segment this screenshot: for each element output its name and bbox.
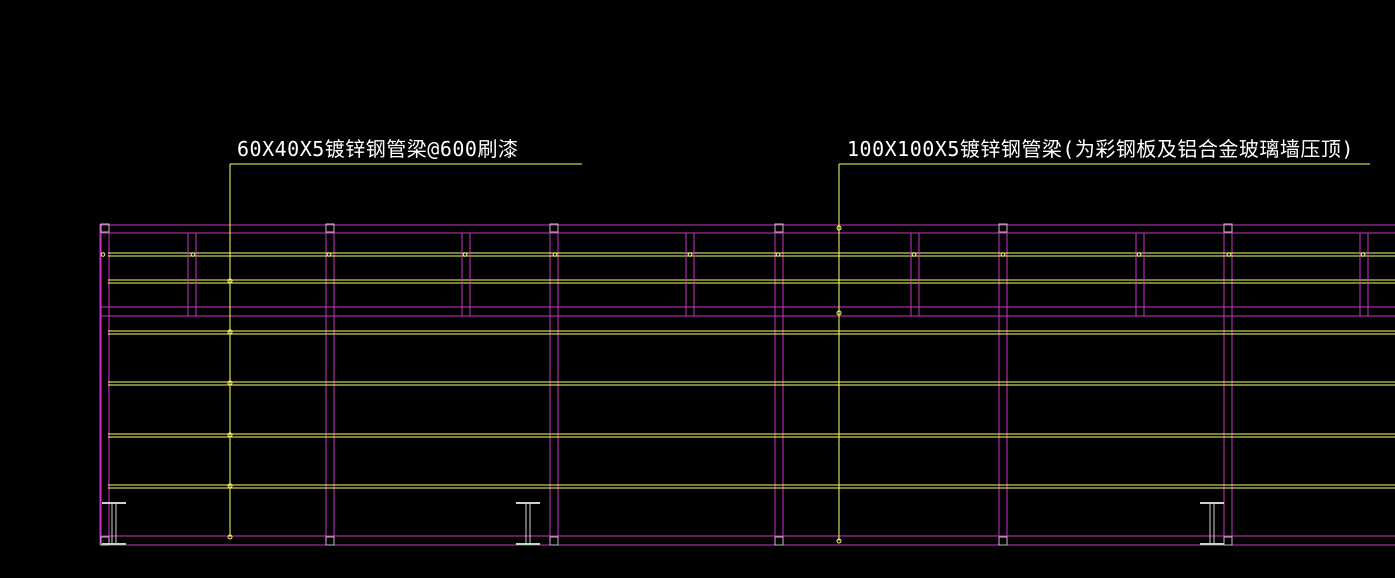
column-top-node bbox=[549, 223, 559, 233]
left-leader-point bbox=[227, 380, 233, 386]
column-nodes bbox=[100, 223, 1233, 546]
column-bottom-node bbox=[774, 536, 784, 546]
column-top-node bbox=[998, 223, 1008, 233]
leader-lines bbox=[229, 163, 1370, 541]
leader-points bbox=[100, 225, 1366, 544]
right-leader-point bbox=[836, 310, 842, 316]
beam-end-point bbox=[552, 252, 558, 257]
column-bottom-node bbox=[1223, 536, 1233, 546]
beam-end-point bbox=[326, 252, 332, 257]
column-top-node bbox=[774, 223, 784, 233]
i-beam-sections bbox=[102, 502, 1224, 545]
left-leader-point bbox=[227, 329, 233, 335]
i-beam-section bbox=[1200, 502, 1224, 545]
left-leader-point bbox=[227, 278, 233, 284]
beam-end-point bbox=[1360, 252, 1366, 257]
column-bottom-node bbox=[998, 536, 1008, 546]
beam-end-point bbox=[775, 252, 781, 257]
beam-end-point bbox=[462, 252, 468, 257]
column-bottom-node bbox=[325, 536, 335, 546]
right-leader-point bbox=[836, 538, 842, 544]
beam-end-point bbox=[911, 252, 917, 257]
left-leader-point bbox=[227, 534, 233, 540]
left-annotation-label: 60X40X5镀锌钢管梁@600刷漆 bbox=[237, 137, 518, 161]
beam-end-point bbox=[1000, 252, 1006, 257]
column-bottom-node bbox=[549, 536, 559, 546]
column-top-node bbox=[100, 223, 110, 233]
right-annotation-label: 100X100X5镀锌钢管梁(为彩钢板及铝合金玻璃墙压顶) bbox=[847, 137, 1354, 161]
left-leader-point bbox=[227, 483, 233, 489]
beam-end-point bbox=[100, 252, 106, 257]
beam-end-point bbox=[190, 252, 196, 257]
column-top-node bbox=[1223, 223, 1233, 233]
i-beam-section bbox=[102, 502, 126, 545]
column-top-node bbox=[325, 223, 335, 233]
beam-end-point bbox=[687, 252, 693, 257]
i-beam-section bbox=[516, 502, 540, 545]
right-leader-point bbox=[836, 225, 842, 231]
beam-end-point bbox=[1226, 252, 1232, 257]
left-leader-point bbox=[227, 432, 233, 438]
beam-end-point bbox=[1136, 252, 1142, 257]
horizontal-beams bbox=[108, 252, 1395, 489]
short-posts bbox=[187, 233, 1369, 316]
